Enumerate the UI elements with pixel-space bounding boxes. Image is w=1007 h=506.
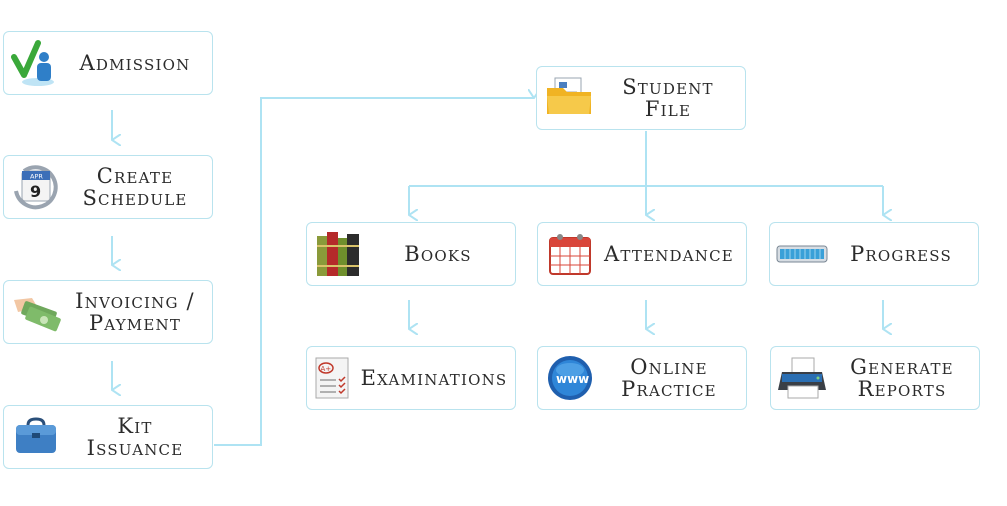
node-online-practice[interactable]: www Online Practice bbox=[537, 346, 747, 410]
node-label: Kit Issuance bbox=[86, 414, 184, 460]
calendar-date-icon: APR 9 bbox=[8, 159, 64, 215]
progress-bar-icon bbox=[774, 226, 830, 282]
node-label: Generate Reports bbox=[850, 355, 954, 401]
svg-text:A+: A+ bbox=[321, 365, 332, 373]
node-label: Progress bbox=[850, 242, 952, 266]
node-label: Create Schedule bbox=[82, 164, 188, 210]
node-create-schedule[interactable]: APR 9 Create Schedule bbox=[3, 155, 213, 219]
briefcase-icon bbox=[8, 409, 64, 465]
node-label: Examinations bbox=[360, 366, 508, 390]
printer-icon bbox=[775, 350, 831, 406]
node-label: Books bbox=[404, 242, 472, 266]
node-kit-issuance[interactable]: Kit Issuance bbox=[3, 405, 213, 469]
svg-text:www: www bbox=[556, 372, 589, 386]
node-student-file[interactable]: Student File bbox=[536, 66, 746, 130]
node-attendance[interactable]: Attendance bbox=[537, 222, 747, 286]
node-examinations[interactable]: A+ Examinations bbox=[306, 346, 516, 410]
node-label: Student File bbox=[622, 75, 714, 121]
arrow-kit-to-student-file bbox=[214, 98, 534, 446]
graded-paper-icon: A+ bbox=[311, 350, 355, 406]
node-invoicing-payment[interactable]: Invoicing / Payment bbox=[3, 280, 213, 344]
node-label: Online Practice bbox=[621, 355, 717, 401]
www-globe-icon: www bbox=[542, 350, 598, 406]
node-label: Admission bbox=[79, 51, 191, 75]
node-progress[interactable]: Progress bbox=[769, 222, 979, 286]
node-label: Invoicing / Payment bbox=[75, 289, 195, 335]
svg-text:APR: APR bbox=[30, 173, 43, 181]
books-icon bbox=[311, 226, 367, 282]
money-hand-icon bbox=[8, 284, 64, 340]
checkmark-person-icon bbox=[8, 35, 64, 91]
node-label: Attendance bbox=[604, 242, 734, 266]
svg-text:9: 9 bbox=[30, 182, 41, 201]
node-books[interactable]: Books bbox=[306, 222, 516, 286]
folder-icon bbox=[541, 70, 597, 126]
node-generate-reports[interactable]: Generate Reports bbox=[770, 346, 980, 410]
calendar-grid-icon bbox=[542, 226, 598, 282]
node-admission[interactable]: Admission bbox=[3, 31, 213, 95]
